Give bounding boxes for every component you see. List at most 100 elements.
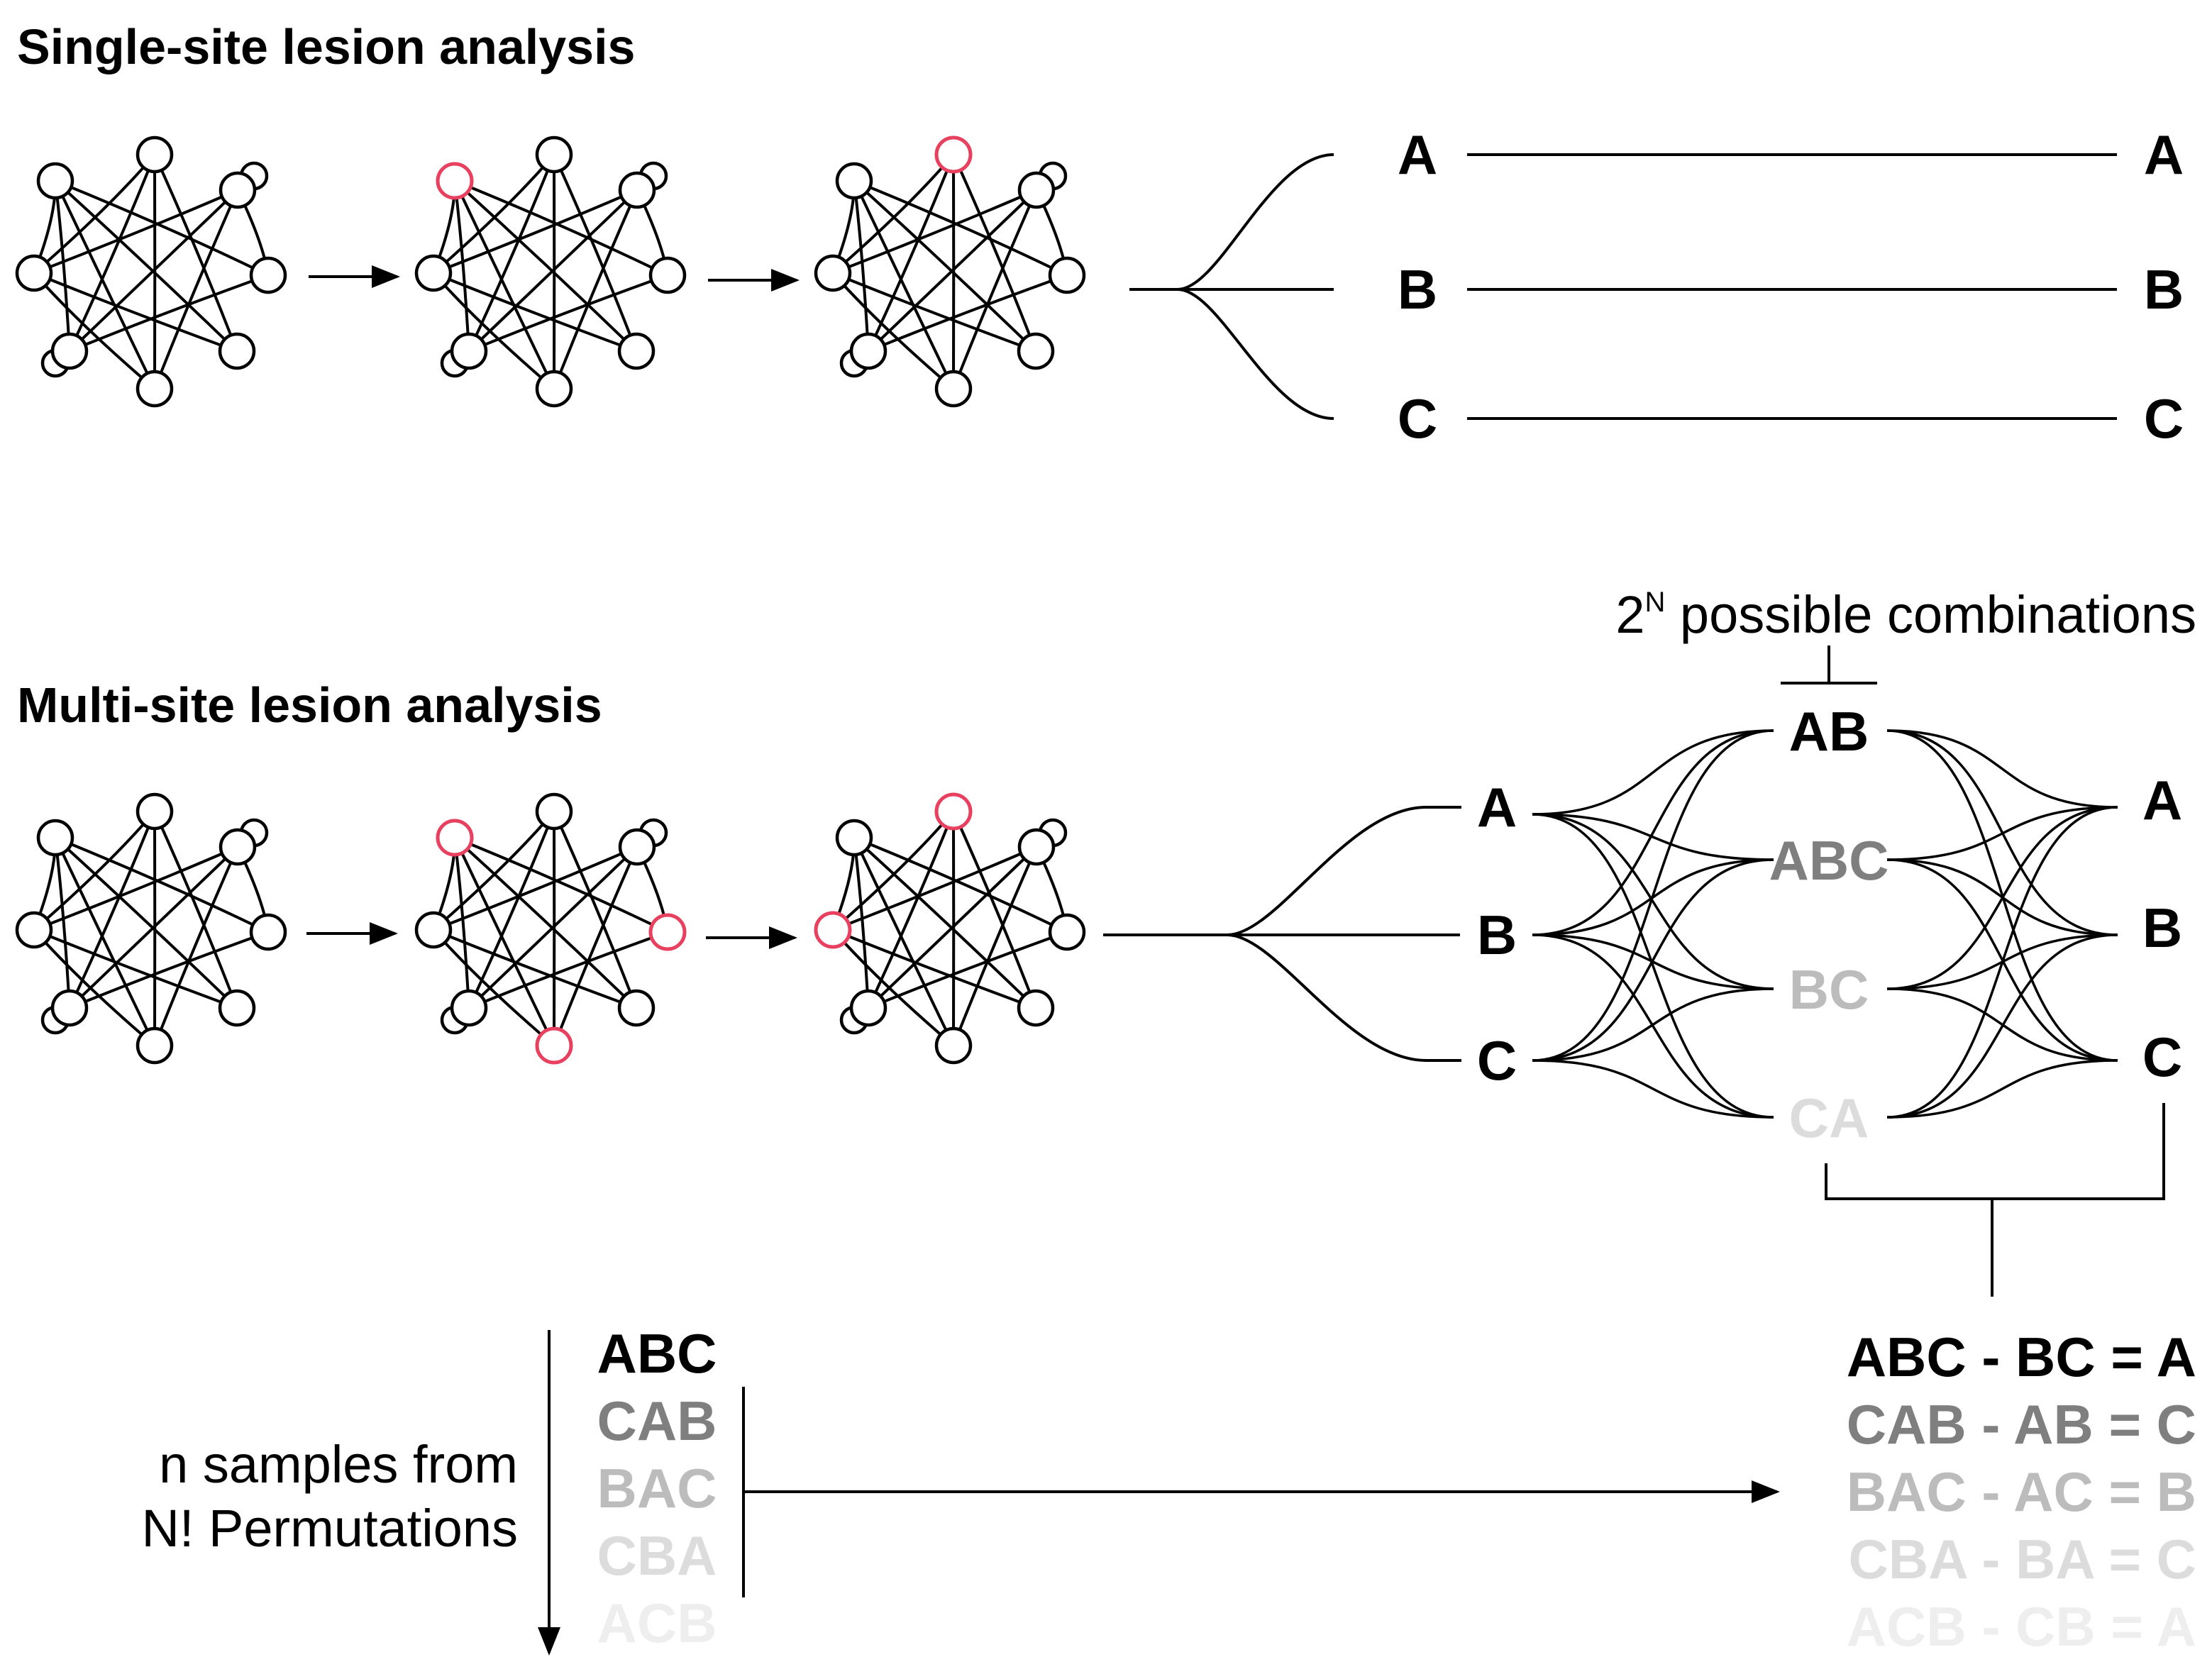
network-node xyxy=(219,171,257,209)
network-edge xyxy=(454,836,668,933)
output-label-c: C xyxy=(2142,1026,2182,1088)
network-edge xyxy=(454,179,668,277)
lesioned-node xyxy=(436,819,474,857)
combo-label: CA xyxy=(1789,1087,1869,1149)
permutation-item: CAB xyxy=(597,1390,717,1452)
combinations-header-rest: possible combinations xyxy=(1665,585,2196,644)
multi-flow-arrows xyxy=(306,922,797,949)
output-label-b: B xyxy=(2142,897,2182,959)
network-edge xyxy=(952,154,1037,352)
network-node xyxy=(15,911,53,949)
network-node xyxy=(50,332,89,370)
network-node xyxy=(414,254,453,292)
network-node xyxy=(450,989,488,1027)
network-graph xyxy=(814,792,1086,1065)
network-edge xyxy=(153,846,239,1046)
network-edge xyxy=(153,154,238,352)
network-node xyxy=(1017,828,1056,866)
network-node xyxy=(1017,989,1055,1027)
network-edge xyxy=(468,189,638,353)
network-graph xyxy=(15,135,287,408)
multi-site-labels: A B C xyxy=(1477,776,1517,1092)
combination-link xyxy=(1532,987,1774,1062)
network-node xyxy=(535,792,573,831)
network-edge xyxy=(952,811,1037,1009)
combination-link xyxy=(1532,1059,1774,1119)
network-node xyxy=(450,332,488,370)
site-label-c: C xyxy=(1477,1029,1517,1092)
network-edge xyxy=(853,179,1068,277)
network-edge xyxy=(832,929,1036,1009)
equation: CBA - BA = C xyxy=(1849,1528,2196,1590)
network-edge xyxy=(867,154,955,352)
branch-label-b: B xyxy=(1398,258,1437,321)
equation-list: ABC - BC = A CAB - AB = C BAC - AC = B C… xyxy=(1847,1326,2196,1658)
network-node xyxy=(835,162,873,200)
network-edge xyxy=(69,274,269,353)
network-edge xyxy=(468,931,668,1009)
network-edge xyxy=(853,836,1037,1009)
network-edge xyxy=(69,931,269,1009)
network-node xyxy=(218,989,256,1027)
network-node xyxy=(1048,913,1086,951)
network-edge xyxy=(468,846,638,1009)
equation-bracket xyxy=(1825,1103,2165,1297)
network-edge xyxy=(33,929,238,1009)
network-edge xyxy=(553,846,638,1046)
network-node xyxy=(15,254,53,292)
network-edge xyxy=(68,846,239,1009)
network-node xyxy=(835,819,873,857)
network-edge xyxy=(33,272,238,353)
network-edge xyxy=(832,189,1037,275)
network-edge xyxy=(54,837,156,1046)
combination-link xyxy=(1532,813,1774,1119)
network-node xyxy=(617,332,656,370)
network-edge xyxy=(868,931,1068,1009)
network-edge xyxy=(55,179,269,277)
combination-link xyxy=(1886,1059,2118,1119)
network-edge xyxy=(867,189,1038,353)
network-node xyxy=(136,370,174,408)
network-edge xyxy=(68,189,239,353)
single-site-title: Single-site lesion analysis xyxy=(17,19,635,74)
network-edge xyxy=(553,154,638,352)
permutation-item: CBA xyxy=(597,1524,717,1587)
lesioned-node xyxy=(648,913,687,951)
network-node xyxy=(849,332,887,370)
permutation-caption-line1: n samples from xyxy=(159,1435,518,1494)
network-node xyxy=(814,254,852,292)
network-node xyxy=(136,792,174,831)
network-node xyxy=(648,256,687,294)
network-node xyxy=(1017,332,1055,370)
network-edge xyxy=(867,846,1038,1009)
result-label-c: C xyxy=(2144,387,2184,450)
network-node xyxy=(934,1026,973,1065)
network-edge xyxy=(468,154,555,352)
permutation-list: ABC CAB BAC CBA ACB xyxy=(597,1322,717,1654)
network-edge xyxy=(952,846,1038,1046)
equation: CAB - AB = C xyxy=(1847,1393,2196,1456)
permutation-caption-line2: N! Permutations xyxy=(141,1499,518,1558)
network-node xyxy=(36,819,74,857)
lesioned-node xyxy=(436,162,474,200)
combination-link xyxy=(1886,806,2118,990)
permutation-item: BAC xyxy=(597,1457,717,1519)
single-networks xyxy=(15,135,1086,408)
combination-link xyxy=(1886,806,2118,1119)
network-node xyxy=(618,171,656,209)
equation: ABC - BC = A xyxy=(1847,1326,2196,1388)
lesioned-node xyxy=(934,792,973,831)
network-graph xyxy=(15,792,287,1065)
network-edge xyxy=(433,272,637,353)
permutation-caption: n samples from N! Permutations xyxy=(141,1435,518,1558)
single-branch-labels: A B C A B C xyxy=(1398,123,2184,450)
network-node xyxy=(617,989,656,1027)
multi-branch-lines xyxy=(1103,806,1461,1062)
network-edge xyxy=(453,180,555,389)
network-edge xyxy=(33,846,238,931)
combination-link xyxy=(1532,813,1774,990)
network-node xyxy=(1017,171,1056,209)
combo-label: BC xyxy=(1789,958,1869,1021)
combo-label: AB xyxy=(1789,700,1869,763)
network-node xyxy=(218,332,256,370)
